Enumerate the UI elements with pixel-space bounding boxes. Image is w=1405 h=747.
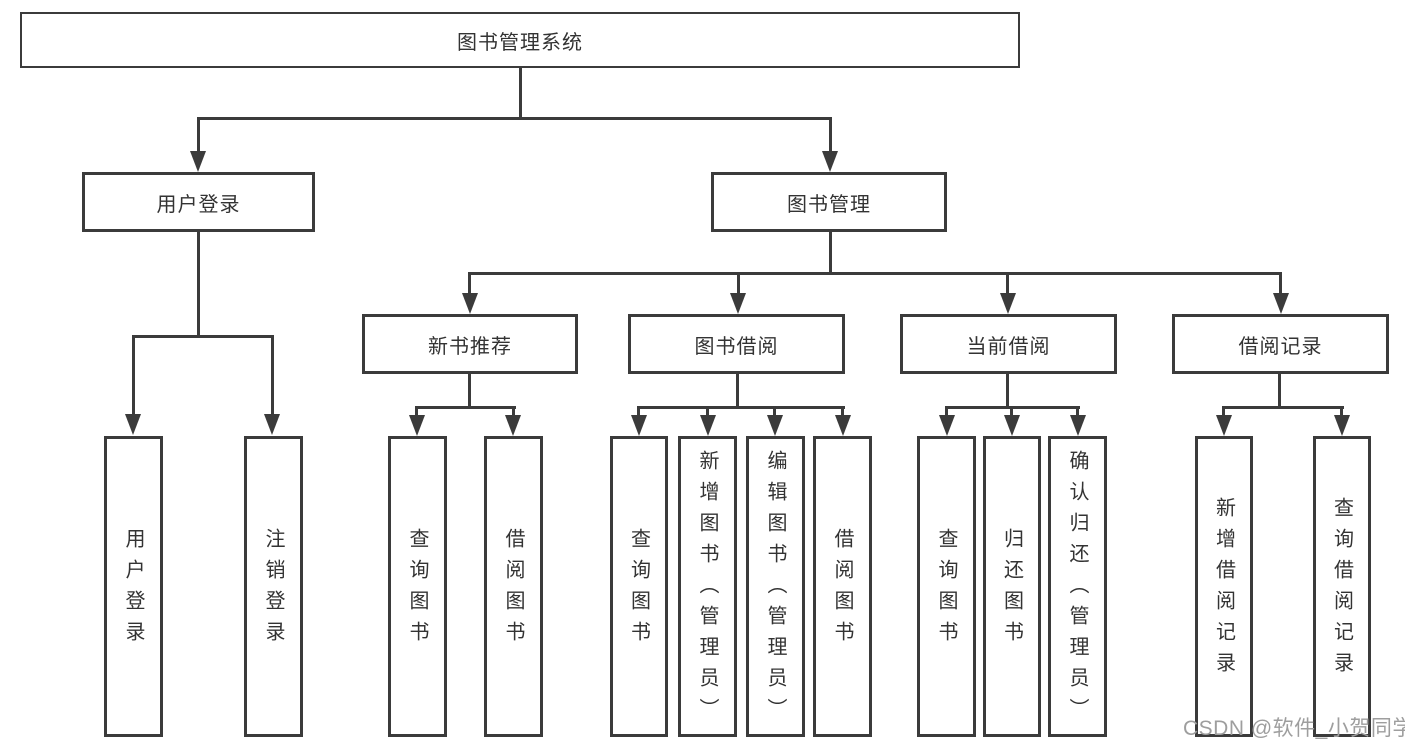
- connector-line: [512, 406, 515, 418]
- arrowhead-icon: [1216, 415, 1232, 436]
- arrowhead-icon: [730, 293, 746, 314]
- arrowhead-icon: [1070, 415, 1086, 436]
- connector-line: [1278, 374, 1281, 409]
- connector-line: [132, 335, 135, 417]
- arrowhead-icon: [631, 415, 647, 436]
- connector-line: [637, 406, 640, 418]
- node-new-book-recommend: 新书推荐: [362, 314, 578, 374]
- connector-line: [829, 117, 832, 153]
- connector-line: [1006, 272, 1009, 296]
- connector-line: [468, 272, 1282, 275]
- connector-line: [271, 335, 274, 417]
- arrowhead-icon: [462, 293, 478, 314]
- leaf-query-books-recommend: 查询图书: [388, 436, 447, 737]
- leaf-add-book-admin: 新增图书（管理员）: [678, 436, 737, 737]
- leaf-add-borrow-record: 新增借阅记录: [1195, 436, 1253, 737]
- connector-line: [468, 374, 471, 409]
- arrowhead-icon: [1334, 415, 1350, 436]
- connector-line: [197, 117, 200, 153]
- leaf-query-borrow-record: 查询借阅记录: [1313, 436, 1371, 737]
- connector-line: [829, 232, 832, 275]
- node-user-login: 用户登录: [82, 172, 315, 232]
- connector-line: [197, 232, 200, 338]
- connector-line: [945, 406, 948, 418]
- arrowhead-icon: [767, 415, 783, 436]
- leaf-return-book: 归还图书: [983, 436, 1041, 737]
- connector-line: [1010, 406, 1013, 418]
- node-library-system: 图书管理系统: [20, 12, 1020, 68]
- leaf-borrow-books: 借阅图书: [813, 436, 872, 737]
- leaf-user-login: 用户登录: [104, 436, 163, 737]
- connector-line: [1222, 406, 1225, 418]
- node-book-borrow: 图书借阅: [628, 314, 845, 374]
- connector-line: [1006, 374, 1009, 409]
- leaf-logout: 注销登录: [244, 436, 303, 737]
- connector-line: [737, 272, 740, 296]
- node-borrow-records: 借阅记录: [1172, 314, 1389, 374]
- arrowhead-icon: [1004, 415, 1020, 436]
- connector-line: [1076, 406, 1079, 418]
- arrowhead-icon: [835, 415, 851, 436]
- arrowhead-icon: [190, 151, 206, 172]
- leaf-confirm-return-admin: 确认归还（管理员）: [1048, 436, 1107, 737]
- connector-line: [468, 272, 471, 296]
- connector-line: [519, 68, 522, 120]
- leaf-query-books-borrow: 查询图书: [610, 436, 668, 737]
- connector-line: [637, 406, 845, 409]
- connector-line: [706, 406, 709, 418]
- arrowhead-icon: [939, 415, 955, 436]
- connector-line: [1279, 272, 1282, 296]
- arrowhead-icon: [822, 151, 838, 172]
- arrowhead-icon: [700, 415, 716, 436]
- csdn-watermark: CSDN @软件_小贺同学: [1183, 717, 1405, 740]
- connector-line: [1222, 406, 1344, 409]
- connector-line: [841, 406, 844, 418]
- connector-line: [415, 406, 418, 418]
- connector-line: [773, 406, 776, 418]
- arrowhead-icon: [505, 415, 521, 436]
- connector-line: [1340, 406, 1343, 418]
- connector-line: [415, 406, 516, 409]
- node-book-management: 图书管理: [711, 172, 947, 232]
- node-current-borrow: 当前借阅: [900, 314, 1117, 374]
- arrowhead-icon: [1000, 293, 1016, 314]
- arrowhead-icon: [1273, 293, 1289, 314]
- leaf-query-books-current: 查询图书: [917, 436, 976, 737]
- connector-line: [132, 335, 274, 338]
- connector-line: [736, 374, 739, 409]
- arrowhead-icon: [264, 414, 280, 435]
- arrowhead-icon: [409, 415, 425, 436]
- connector-line: [197, 117, 832, 120]
- leaf-borrow-books-recommend: 借阅图书: [484, 436, 543, 737]
- leaf-edit-book-admin: 编辑图书（管理员）: [746, 436, 805, 737]
- arrowhead-icon: [125, 414, 141, 435]
